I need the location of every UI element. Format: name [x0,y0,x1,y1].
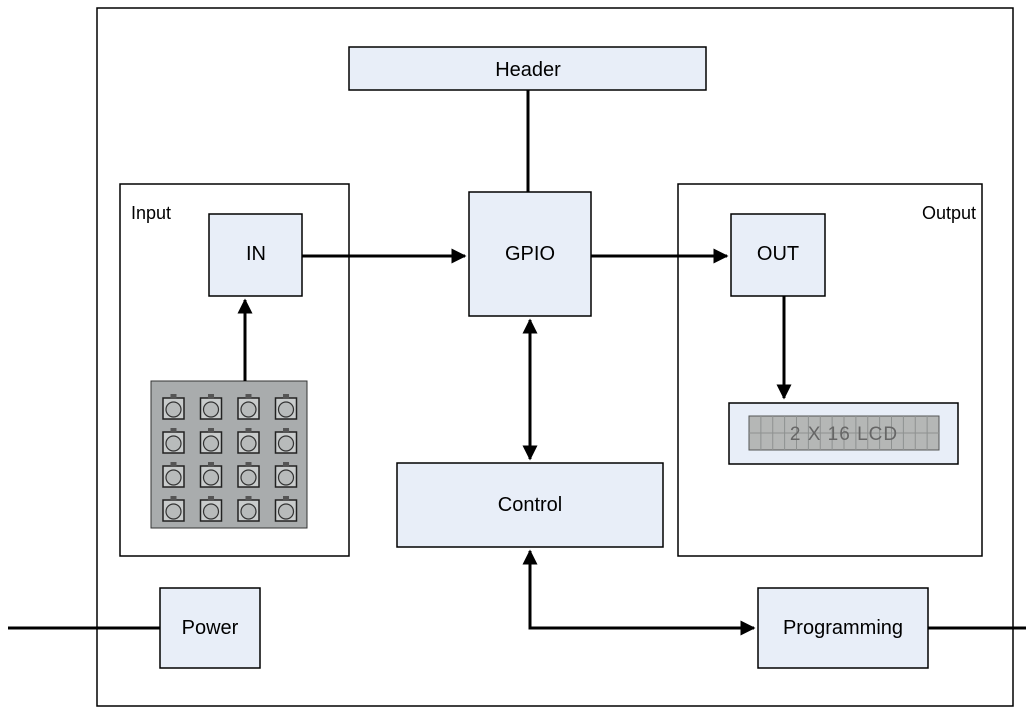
programming-label: Programming [783,617,903,639]
keypad-key-pin [283,462,289,467]
keypad-key-pin [208,394,214,399]
gpio-block [468,191,592,317]
keypad-key-pin [283,394,289,399]
gpio-label: GPIO [505,243,555,265]
header-label: Header [495,59,561,81]
programming-block [757,587,929,669]
keypad-key-button [202,503,220,520]
keypad-key-pin [208,462,214,467]
keypad-key-pin [245,462,252,467]
keypad-key-button [277,435,295,452]
out-block [730,213,826,297]
keypad-key-pin [245,496,252,501]
control-programming-arrow [522,549,756,636]
lcd-text: 2 X 16 LCD [790,424,898,445]
power-block [159,587,261,669]
keypad-key-pin [170,462,177,467]
output-group-label: Output [922,203,976,223]
keypad-key-pin [208,428,214,433]
lcd-display: 2 X 16 LCD [728,402,959,465]
output-group [677,183,983,557]
keypad-key-button [165,401,182,418]
keypad-key-pin [245,394,252,399]
keypad-key-button [240,435,257,452]
keypad-key-button [202,435,220,452]
keypad-key-button [165,469,182,486]
keypad-key-button [277,469,295,486]
in-block [208,213,303,297]
keypad-key-button [240,503,257,520]
keypad-key-pin [208,496,214,501]
keypad-key-button [240,469,257,486]
keypad [150,380,308,529]
header-block [348,46,707,91]
keypad-key-button [165,435,182,452]
out-label: OUT [757,243,799,265]
keypad-key-button [277,401,295,418]
keypad-key-button [277,503,295,520]
control-label: Control [498,494,562,516]
keypad-key-pin [170,496,177,501]
keypad-key-pin [170,428,177,433]
keypad-key-button [240,401,257,418]
keypad-key-pin [283,428,289,433]
power-label: Power [182,617,239,639]
input-group-label: Input [131,203,171,223]
keypad-key-button [202,469,220,486]
control-block [396,462,664,548]
lcd-pixel-grid [749,416,939,450]
keypad-key-button [165,503,182,520]
keypad-key-pin [170,394,177,399]
in-label: IN [246,243,266,265]
keypad-key-button [202,401,220,418]
keypad-key-pin [283,496,289,501]
keypad-key-pin [245,428,252,433]
